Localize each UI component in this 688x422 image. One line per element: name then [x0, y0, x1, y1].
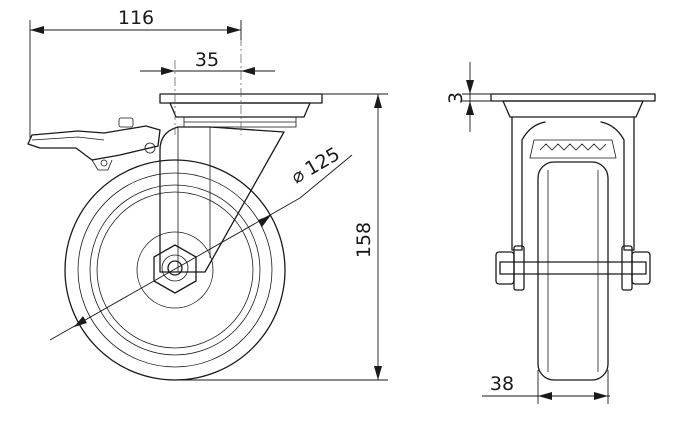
front-nut-right	[631, 251, 651, 285]
dim-116-label: 116	[118, 7, 154, 29]
dim-35-label: 35	[195, 49, 219, 71]
dim-158-label: 158	[353, 222, 375, 258]
plate-body	[169, 102, 311, 118]
dim-3-arrow-top	[466, 80, 474, 94]
dimension-116: 116	[29, 7, 242, 138]
dim-125-arrow-high	[258, 215, 271, 227]
brake-pivot	[144, 142, 156, 154]
fork	[159, 126, 285, 273]
tyre-outer	[64, 159, 286, 381]
dim-125-arrow-low	[74, 316, 87, 327]
front-plate-body	[502, 100, 644, 118]
brake-shoe	[91, 159, 113, 171]
axle	[167, 260, 183, 276]
dim-35-arrow-left	[161, 67, 175, 75]
dim-116-arrow-right	[227, 26, 241, 34]
dim-3-label: 3	[445, 92, 467, 104]
dim-125-label: 125	[301, 143, 343, 180]
brake-spring-block	[118, 117, 134, 128]
rim-inner-ring	[96, 191, 254, 349]
fork-leg	[159, 126, 285, 273]
hub-ring	[136, 231, 214, 309]
front-view: 3 38	[445, 62, 656, 404]
front-axle	[499, 261, 647, 275]
dim-35-arrow-right	[241, 67, 255, 75]
dim-38-arrow-right	[594, 392, 608, 400]
dim-38-arrow-left	[538, 392, 552, 400]
front-fork-left	[511, 116, 546, 251]
tyre-inner	[77, 172, 273, 368]
front-brake-housing	[529, 139, 617, 159]
brake-pedal	[27, 125, 161, 161]
dimension-3: 3	[445, 62, 491, 132]
front-fork-right	[600, 116, 635, 251]
front-nut-left	[495, 251, 515, 285]
rim-ring	[89, 184, 261, 356]
wheel	[64, 159, 286, 381]
dim-125-line	[49, 197, 301, 341]
front-washer-right	[621, 245, 633, 291]
nut-washer	[161, 254, 189, 282]
brake-lever	[27, 117, 161, 171]
dimension-38: 38	[482, 370, 610, 404]
front-wheel	[537, 161, 609, 381]
dimension-158: 158	[175, 93, 388, 381]
brake-pedal-edge	[31, 136, 105, 141]
pedal-rivet	[100, 159, 108, 167]
dimension-35: 35	[140, 49, 275, 75]
side-view: 116 35 158 ⌀ 125	[27, 7, 388, 381]
dim-116-arrow-left	[30, 26, 44, 34]
dim-3-arrow-bottom	[466, 101, 474, 115]
front-plate	[490, 93, 656, 102]
dim-158-arrow-top	[374, 94, 382, 108]
dim-158-arrow-bottom	[374, 366, 382, 380]
front-brake-teeth	[539, 143, 607, 151]
dim-125-leader	[299, 154, 353, 199]
dim-38-label: 38	[490, 373, 514, 395]
front-washer-left	[513, 245, 525, 291]
